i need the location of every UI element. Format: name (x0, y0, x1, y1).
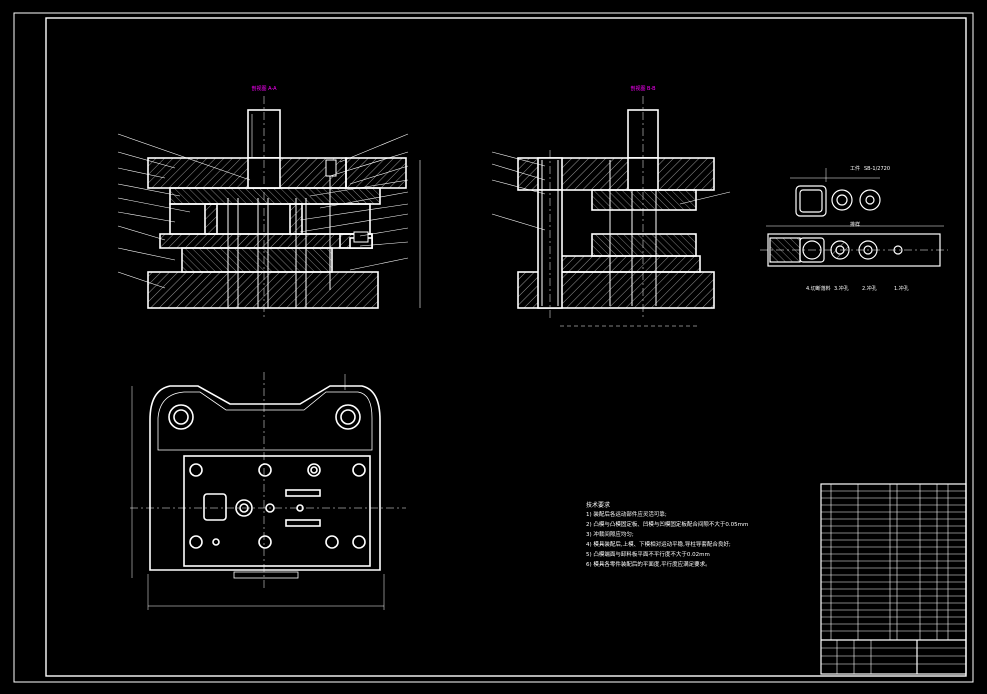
section-a-assembly (147, 96, 407, 320)
workpiece-label: 工件 (850, 165, 860, 172)
tech-line: 1) 装配后各运动部件应灵活可靠; (586, 510, 667, 518)
strip-step-label: 2.冲孔 (862, 285, 877, 292)
tech-line: 5) 凸模端面与卸料板平面不平行度不大于0.02mm (586, 550, 710, 558)
plan-view-centerlines (130, 372, 406, 590)
tech-title: 技术要求 (586, 501, 610, 509)
title-block (821, 640, 966, 674)
plan-view (149, 385, 381, 579)
tech-line: 3) 冲裁间隙应均匀; (586, 530, 634, 538)
section-b-leaders (491, 151, 731, 231)
strip-layout (760, 225, 948, 267)
strip-step-label: 3.冲孔 (834, 285, 849, 292)
section-a-title: 剖视图 A-A (251, 85, 277, 92)
section-b-title: 剖视图 B-B (630, 85, 656, 92)
tech-line: 4) 模具装配后,上模、下模相对运动平稳,导柱导套配合良好; (586, 540, 731, 548)
workpiece-code: SB-1/2720 (864, 166, 890, 172)
tech-line: 2) 凸模与凸模固定板、凹模与凹模固定板配合间隙不大于0.05mm (586, 520, 748, 528)
strip-step-label: 4.切断落料 (806, 285, 831, 292)
inner-frame (45, 17, 967, 677)
strip-label: 排样 (850, 221, 860, 228)
section-b-assembly (517, 96, 715, 320)
tech-line: 6) 模具各零件装配后的平面度,平行度应满足要求。 (586, 560, 711, 568)
plan-view-dimensions (131, 374, 385, 610)
section-a-leaders (117, 133, 421, 308)
workpiece-views (790, 168, 881, 217)
parts-list (820, 483, 967, 675)
strip-step-label: 1.冲孔 (894, 285, 909, 292)
outer-frame (13, 12, 974, 683)
